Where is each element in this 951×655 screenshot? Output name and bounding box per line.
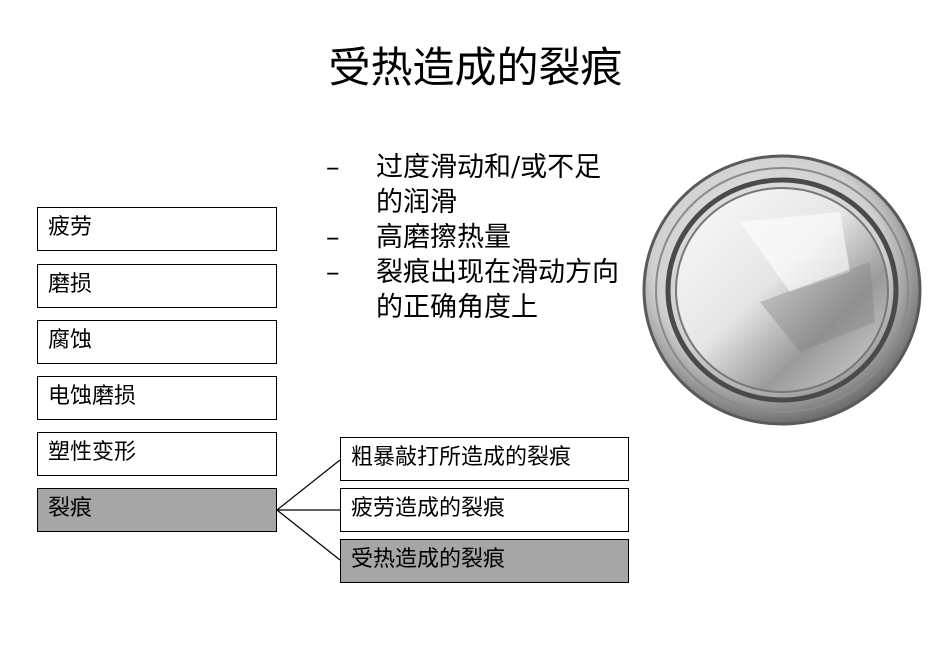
- connector-line: [276, 509, 341, 561]
- dash-icon: –: [326, 257, 340, 288]
- subcategory-box-rough-handling[interactable]: 粗暴敲打所造成的裂痕: [340, 437, 629, 481]
- bullet-text: 过度滑动和/或不足的润滑: [376, 152, 602, 218]
- category-box-cracks[interactable]: 裂痕: [37, 488, 277, 532]
- category-box-corrosion[interactable]: 腐蚀: [37, 320, 277, 364]
- subcategory-box-fatigue-cracks[interactable]: 疲劳造成的裂痕: [340, 488, 629, 532]
- category-box-wear[interactable]: 磨损: [37, 264, 277, 308]
- bullet-item: – 过度滑动和/或不足的润滑: [324, 150, 624, 220]
- bearing-ring-photo: [642, 154, 922, 426]
- bullet-text: 裂痕出现在滑动方向的正确角度上: [376, 257, 619, 323]
- category-box-plastic-deformation[interactable]: 塑性变形: [37, 432, 277, 476]
- dash-icon: –: [326, 152, 340, 183]
- connector-line: [276, 459, 341, 511]
- category-box-electrical-erosion[interactable]: 电蚀磨损: [37, 376, 277, 420]
- bullet-item: – 高磨擦热量: [324, 220, 624, 255]
- category-box-fatigue[interactable]: 疲劳: [37, 207, 277, 251]
- bullet-list: – 过度滑动和/或不足的润滑 – 高磨擦热量 – 裂痕出现在滑动方向的正确角度上: [324, 150, 624, 325]
- bullet-text: 高磨擦热量: [376, 222, 511, 253]
- page-title: 受热造成的裂痕: [328, 43, 623, 92]
- dash-icon: –: [326, 222, 340, 253]
- subcategory-box-thermal-cracks[interactable]: 受热造成的裂痕: [340, 539, 629, 583]
- bullet-item: – 裂痕出现在滑动方向的正确角度上: [324, 255, 624, 325]
